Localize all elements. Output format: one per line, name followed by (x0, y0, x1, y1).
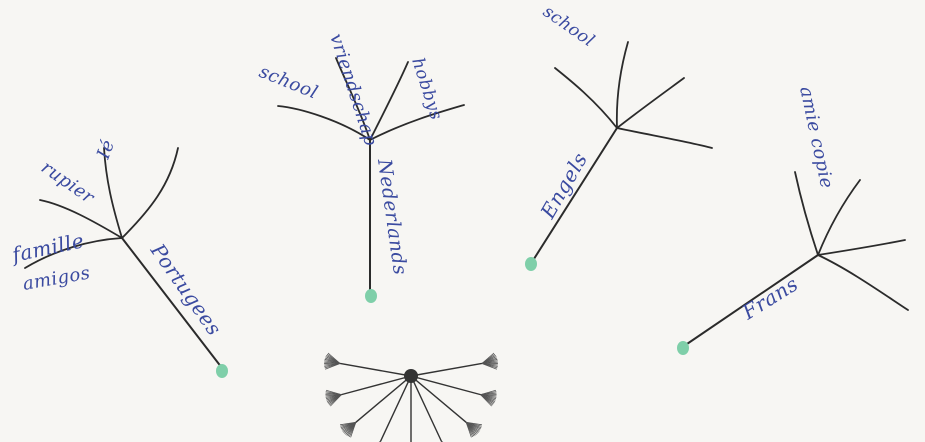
seed-tip (216, 364, 228, 378)
word-language: Frans (737, 272, 802, 325)
seed-branch (617, 128, 712, 148)
word-family: famille (8, 228, 86, 267)
dandelion-spoke (340, 363, 411, 376)
seed-branch (818, 240, 905, 255)
seed-branch (617, 78, 684, 128)
seed-tip (525, 257, 537, 271)
dandelion-spoke (411, 376, 441, 441)
dandelion-center (404, 369, 418, 383)
dandelion-tuft (324, 353, 340, 369)
seed-branch (104, 148, 122, 238)
dandelion-spoke (381, 376, 411, 441)
seed-portugees: Ié rupier famille amigos Portugees (8, 137, 228, 378)
dandelion-tuft (325, 390, 341, 406)
seed-branch (555, 68, 617, 128)
word-school: school (539, 2, 598, 52)
seed-tip (365, 289, 377, 303)
dandelion-tuft (481, 390, 497, 406)
word-language: Nederlands (373, 157, 411, 277)
dandelion-seed-head-icon (324, 353, 498, 442)
dandelion-tuft (340, 422, 356, 437)
seed-frans: amie copie Frans (677, 85, 908, 355)
word-hobbies: hobbys (407, 55, 446, 122)
dandelion-tuft (466, 422, 482, 437)
seed-tip (677, 341, 689, 355)
word-school: school (256, 61, 321, 103)
dandelion-spoke (411, 363, 482, 376)
seed-branch (818, 255, 908, 310)
word-friends: amigos (21, 262, 92, 295)
seed-branch (795, 172, 818, 255)
seed-branch (818, 180, 860, 255)
seed-branch (617, 42, 628, 128)
word-language: Portugees (145, 238, 226, 340)
seed-engels: school Engels (525, 2, 712, 271)
word-friends: amie copie (795, 85, 837, 191)
word-ie: Ié (93, 137, 119, 163)
dandelion-tuft (482, 353, 498, 369)
seed-branch (122, 148, 178, 238)
seed-nederlands: school vriendschap hobbys Nederlands (256, 31, 464, 303)
